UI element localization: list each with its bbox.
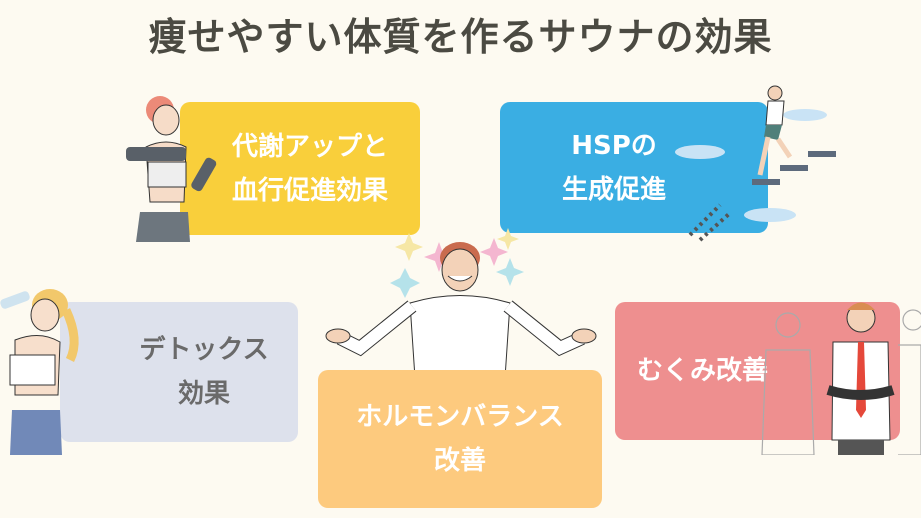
runner-stairs-illustration	[675, 85, 836, 242]
card-line: 血行促進効果	[231, 175, 388, 206]
card-detox: デトックス 効果	[60, 302, 298, 442]
card-line: HSPの	[571, 130, 657, 161]
card-line: 効果	[177, 379, 230, 409]
woman-dumbbell-illustration	[126, 96, 217, 242]
card-hsp: HSPの 生成促進	[500, 102, 768, 233]
card-hormone-balance: ホルモンバランス 改善	[318, 370, 602, 508]
card-line: 改善	[433, 446, 486, 476]
card-line: ホルモンバランス	[356, 402, 564, 432]
page-title: 痩せやすい体質を作るサウナの効果	[148, 15, 773, 59]
woman-drinking-illustration	[0, 289, 79, 455]
card-line: むくみ改善	[636, 356, 769, 386]
businessmen-illustration	[761, 302, 921, 455]
card-metabolism: 代謝アップと 血行促進効果	[180, 102, 420, 235]
card-line: デトックス	[139, 335, 269, 365]
card-line: 生成促進	[561, 174, 666, 205]
card-line: 代謝アップと	[231, 131, 388, 162]
man-open-arms-illustration	[325, 228, 597, 378]
